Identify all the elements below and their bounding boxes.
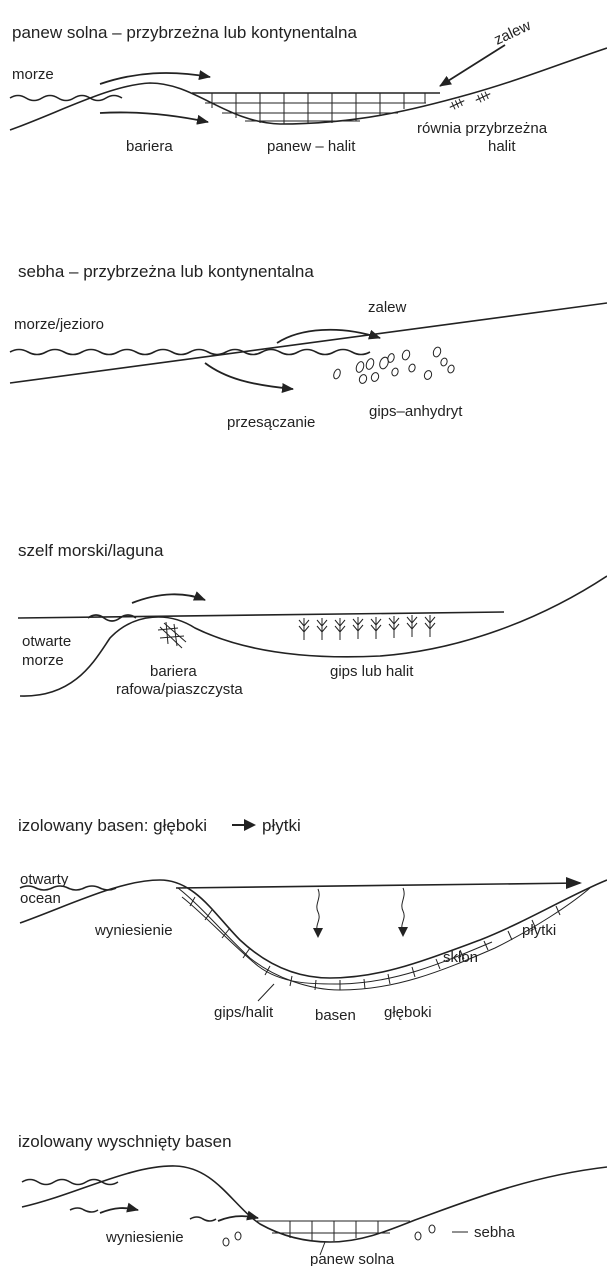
panel-title: sebha – przybrzeżna lub kontynentalna bbox=[18, 262, 314, 281]
label-barrier-1: bariera bbox=[150, 663, 197, 680]
panel-isolated-basin: izolowany basen: głęboki płytki otwarty … bbox=[18, 816, 607, 1024]
label-sea-lake: morze/jezioro bbox=[14, 316, 104, 333]
label-coastal-plain-halite: halit bbox=[488, 138, 516, 155]
panel-title-a: izolowany basen: głęboki bbox=[18, 816, 207, 835]
panel-dried-basin: izolowany wyschnięty basen wyniesienie s… bbox=[18, 1132, 607, 1266]
label-deep: głęboki bbox=[384, 1004, 432, 1021]
arrow-seepage-1 bbox=[100, 1208, 138, 1213]
panel-title: izolowany wyschnięty basen bbox=[18, 1132, 232, 1151]
shore-profile bbox=[10, 303, 607, 383]
sinking-brine-arrows bbox=[313, 888, 408, 938]
label-open-sea-2: morze bbox=[22, 652, 64, 669]
arrow-seepage bbox=[100, 112, 208, 122]
label-barrier-2: rafowa/piaszczysta bbox=[116, 681, 243, 698]
label-seepage: przesączanie bbox=[227, 414, 315, 431]
label-rise: wyniesienie bbox=[94, 922, 173, 939]
label-rise: wyniesienie bbox=[105, 1229, 184, 1246]
residual-water-wave-2 bbox=[190, 1217, 216, 1221]
arrow-flood bbox=[440, 45, 505, 86]
panel-salt-pan: panew solna – przybrzeżna lub kontynenta… bbox=[10, 17, 607, 155]
seabed-profile bbox=[20, 576, 607, 696]
label-deposit: gips lub halit bbox=[330, 663, 414, 680]
arrow-right-icon bbox=[232, 819, 256, 831]
halite-crystal-icon bbox=[448, 90, 492, 111]
arrow-sea-inflow bbox=[132, 594, 205, 603]
arrow-head-icon bbox=[566, 877, 582, 889]
panel-title: szelf morski/laguna bbox=[18, 541, 164, 560]
gypsum-crystals-icon bbox=[299, 615, 435, 640]
label-flood: zalew bbox=[492, 17, 534, 49]
label-coastal-plain: równia przybrzeżna bbox=[417, 120, 548, 137]
label-open-sea-1: otwarte bbox=[22, 633, 71, 650]
label-slope: skłon bbox=[443, 949, 478, 966]
reef-grid-icon bbox=[158, 622, 186, 648]
arrow-seepage bbox=[205, 363, 293, 389]
label-sea: morze bbox=[12, 66, 54, 83]
label-deposit: gips/halit bbox=[214, 1004, 274, 1021]
residual-water-wave bbox=[70, 1208, 98, 1212]
arrow-sea-inflow bbox=[100, 73, 210, 84]
panel-shelf-lagoon: szelf morski/laguna otwarte morze barier… bbox=[18, 541, 607, 698]
label-ocean-2: ocean bbox=[20, 890, 61, 907]
evaporite-inner-line bbox=[182, 897, 492, 984]
label-shallow: płytki bbox=[522, 922, 556, 939]
leader-line bbox=[258, 984, 274, 1001]
sea-surface-wave bbox=[10, 350, 370, 355]
label-flood: zalew bbox=[368, 299, 407, 316]
panel-title: panew solna – przybrzeżna lub kontynenta… bbox=[12, 23, 357, 42]
panel-sebha: sebha – przybrzeżna lub kontynentalna mo… bbox=[10, 262, 607, 431]
label-barrier: bariera bbox=[126, 138, 173, 155]
label-pan-halite: panew – halit bbox=[267, 138, 356, 155]
panel-title-b: płytki bbox=[262, 816, 301, 835]
sebha-nodules-icon bbox=[223, 1225, 435, 1246]
label-sebha: sebha bbox=[474, 1224, 516, 1241]
label-basin: basen bbox=[315, 1007, 356, 1024]
label-salt-pan: panew solna bbox=[310, 1251, 395, 1266]
water-level-line bbox=[176, 883, 580, 888]
halite-grid bbox=[205, 93, 426, 124]
label-gypsum-anhydrite: gips–anhydryt bbox=[369, 403, 463, 420]
sea-surface-wave bbox=[10, 96, 122, 101]
